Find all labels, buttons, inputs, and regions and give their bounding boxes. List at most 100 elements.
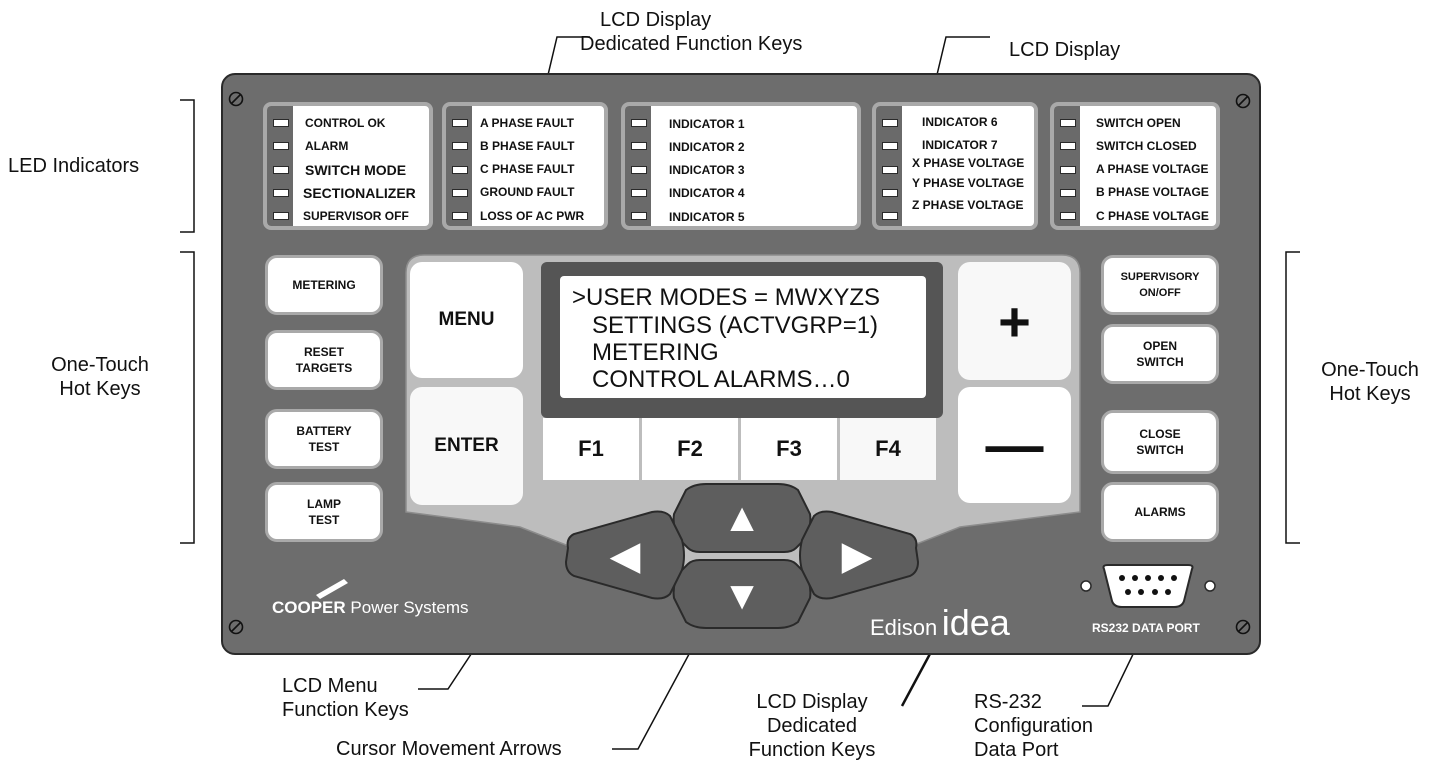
left-arrow-key[interactable] [564, 510, 685, 600]
led-indicator [273, 166, 289, 174]
left-arrow-icon: ◀ [609, 534, 641, 578]
led-indicator [273, 189, 289, 197]
screw-icon [1235, 619, 1251, 635]
lcd-line: METERING [592, 339, 719, 366]
led-group-1: CONTROL OK ALARM SWITCH MODE SECTIONALIZ… [263, 102, 433, 230]
callout-line: Function Keys [748, 739, 876, 761]
reset-targets-button[interactable]: RESET TARGETS [265, 330, 383, 390]
led-label: INDICATOR 3 [669, 163, 745, 177]
led-label: Y PHASE VOLTAGE [912, 176, 1025, 190]
led-group-3: INDICATOR 1 INDICATOR 2 INDICATOR 3 INDI… [621, 102, 861, 230]
right-arrow-icon: ▶ [841, 534, 873, 578]
led-group-4: INDICATOR 6 INDICATOR 7 X PHASE VOLTAGE … [872, 102, 1038, 230]
battery-test-button[interactable]: BATTERY TEST [265, 409, 383, 469]
led-label: SECTIONALIZER [303, 185, 416, 201]
down-arrow-icon: ▼ [722, 574, 762, 618]
callout-line: LCD Display [756, 691, 868, 713]
led-indicator [1060, 142, 1076, 150]
led-label: B PHASE VOLTAGE [1096, 185, 1209, 199]
screw-icon [228, 619, 244, 635]
menu-button[interactable]: MENU [410, 262, 523, 378]
led-label: X PHASE VOLTAGE [912, 156, 1025, 170]
led-label: INDICATOR 5 [669, 210, 745, 224]
callout-line: Data Port [974, 739, 1059, 761]
led-indicator [882, 119, 898, 127]
led-indicator [273, 142, 289, 150]
lcd-line: SETTINGS (ACTVGRP=1) [592, 312, 879, 339]
callout-line: Configuration [974, 715, 1093, 737]
led-label: INDICATOR 1 [669, 117, 745, 131]
led-indicator [452, 119, 468, 127]
callout-line: LCD Display [600, 9, 712, 31]
callout-line: One-Touch [51, 354, 149, 376]
led-label: A PHASE VOLTAGE [1096, 162, 1209, 176]
led-indicator [1060, 189, 1076, 197]
led-indicator [882, 189, 898, 197]
led-indicator [631, 212, 647, 220]
power-systems-text: Power Systems [350, 598, 469, 617]
edison-idea-logo: Edison idea [870, 602, 1010, 644]
f3-key[interactable]: F3 [741, 418, 837, 480]
led-label: INDICATOR 4 [669, 186, 745, 200]
led-indicator [452, 212, 468, 220]
led-indicator [1060, 212, 1076, 220]
led-indicator [273, 119, 289, 127]
led-label: INDICATOR 7 [922, 138, 998, 152]
led-group-2: A PHASE FAULT B PHASE FAULT C PHASE FAUL… [442, 102, 608, 230]
screw-icon [1235, 93, 1251, 109]
callout-lcd-menu-keys: LCD Menu Function Keys [282, 674, 409, 722]
led-label: GROUND FAULT [480, 185, 575, 199]
led-indicator [631, 142, 647, 150]
cooper-logo-text: COOPER Power Systems [272, 598, 469, 618]
f2-key[interactable]: F2 [642, 418, 738, 480]
led-label: SUPERVISOR OFF [303, 209, 409, 223]
metering-button[interactable]: METERING [265, 255, 383, 315]
callout-lcd-display: LCD Display [1009, 39, 1121, 61]
led-label: C PHASE FAULT [480, 162, 575, 176]
up-arrow-icon: ▲ [722, 496, 762, 540]
callout-led-indicators: LED Indicators [8, 155, 140, 177]
led-label: C PHASE VOLTAGE [1096, 209, 1209, 223]
led-label: SWITCH OPEN [1096, 116, 1181, 130]
callout-hot-keys-right: One-Touch Hot Keys [1306, 358, 1434, 406]
supervisory-on-off-button[interactable]: SUPERVISORY ON/OFF [1101, 255, 1219, 315]
led-indicator [631, 189, 647, 197]
led-indicator [882, 166, 898, 174]
led-indicator [452, 189, 468, 197]
right-arrow-key[interactable] [799, 510, 920, 600]
callout-rs232-port: RS-232 Configuration Data Port [974, 690, 1093, 762]
callout-line: One-Touch [1321, 359, 1419, 381]
db9-connector-icon[interactable] [1078, 563, 1218, 609]
plus-button[interactable]: + [958, 262, 1071, 380]
rs232-port-label: RS232 DATA PORT [1092, 621, 1200, 635]
callout-line: LCD Menu [282, 675, 378, 697]
led-label: Z PHASE VOLTAGE [912, 198, 1024, 212]
screw-icon [228, 91, 244, 107]
f1-key[interactable]: F1 [543, 418, 639, 480]
led-indicator [882, 142, 898, 150]
callout-line: Dedicated [766, 715, 858, 737]
led-label: ALARM [305, 139, 349, 153]
led-label: INDICATOR 6 [922, 115, 998, 129]
led-label: INDICATOR 2 [669, 140, 745, 154]
lamp-test-button[interactable]: LAMP TEST [265, 482, 383, 542]
edison-text: Edison [870, 615, 938, 640]
open-switch-button[interactable]: OPEN SWITCH [1101, 324, 1219, 384]
led-label: LOSS OF AC PWR [480, 209, 585, 223]
led-label: B PHASE FAULT [480, 139, 575, 153]
led-indicator [631, 166, 647, 174]
enter-button[interactable]: ENTER [410, 387, 523, 505]
lcd-screen: >USER MODES = MWXYZS SETTINGS (ACTVGRP=1… [560, 276, 926, 398]
minus-button[interactable]: — [958, 387, 1071, 503]
callout-line: Dedicated Function Keys [580, 33, 803, 55]
led-group-5: SWITCH OPEN SWITCH CLOSED A PHASE VOLTAG… [1050, 102, 1220, 230]
alarms-button[interactable]: ALARMS [1101, 482, 1219, 542]
callout-line: Function Keys [282, 699, 409, 721]
callout-line: Hot Keys [59, 378, 141, 400]
close-switch-button[interactable]: CLOSE SWITCH [1101, 410, 1219, 474]
led-indicator [631, 119, 647, 127]
led-indicator [273, 212, 289, 220]
lcd-line: >USER MODES = MWXYZS [572, 284, 881, 311]
f4-key[interactable]: F4 [840, 418, 936, 480]
